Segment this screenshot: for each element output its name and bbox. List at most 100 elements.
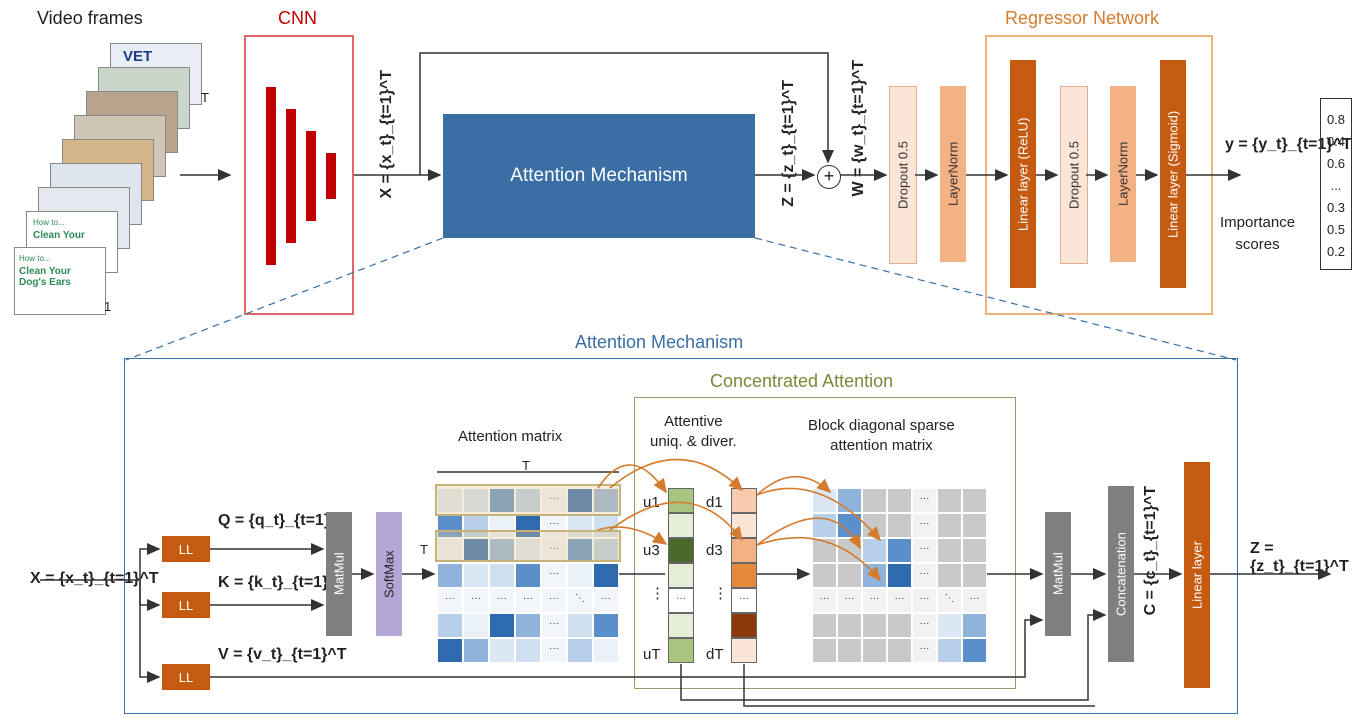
row-highlight-1 (435, 484, 621, 516)
matrix-cell: ··· (912, 538, 937, 563)
softmax-label: SoftMax (381, 550, 397, 598)
matrix-cell (837, 538, 862, 563)
concentrated-title: Concentrated Attention (710, 371, 894, 391)
video-frame: How to... Clean Your Dog's Ears (14, 247, 106, 315)
matrix-cell: ··· (541, 538, 567, 563)
matrix-cell (837, 563, 862, 588)
matrix-cell (887, 563, 912, 588)
matrix-cell (437, 538, 463, 563)
vector-cell (731, 613, 757, 638)
ll-k-label: LL (178, 597, 194, 613)
matrix-cell (593, 563, 619, 588)
matrix-cell (887, 538, 912, 563)
u-vector: ··· (668, 488, 694, 664)
matrix-cell (463, 563, 489, 588)
matrix-cell (489, 538, 515, 563)
matrix-cell: ··· (541, 638, 567, 663)
matrix-cell (489, 613, 515, 638)
matrix-cell (463, 538, 489, 563)
matrix-cell (837, 613, 862, 638)
matrix-cell (812, 488, 837, 513)
matrix-cell (862, 638, 887, 663)
d-dots-label: ⋮ (713, 585, 728, 602)
linear-layer-label: Linear layer (1189, 541, 1205, 609)
matrix-cell: ··· (912, 563, 937, 588)
matrix-cell (515, 613, 541, 638)
matrix-cell (962, 538, 987, 563)
matrix-cell (837, 513, 862, 538)
matrix-cell (962, 513, 987, 538)
cnn-layer (286, 109, 296, 243)
matrix-cell: ··· (837, 588, 862, 613)
matrix-cell (962, 563, 987, 588)
matrix-cell (862, 563, 887, 588)
matrix-cell (937, 613, 962, 638)
matrix-cell (437, 488, 463, 513)
matrix-cell: ··· (593, 588, 619, 613)
attention-mechanism-label: Attention Mechanism (510, 165, 688, 186)
frame-howto-small: How to... (33, 218, 65, 227)
attention-mechanism-box: Attention Mechanism (443, 114, 755, 238)
z-output-label: Z = {z_t}_{t=1}^T (1250, 540, 1349, 575)
block-matrix-label: Block diagonal sparse attention matrix (808, 417, 955, 454)
matmul-2-label: MatMul (1050, 552, 1066, 596)
matrix-cell (962, 613, 987, 638)
matrix-cell (567, 513, 593, 538)
matrix-cell (437, 513, 463, 538)
layernorm-1-label: LayerNorm (945, 141, 961, 207)
matrix-cell (862, 613, 887, 638)
cnn-box (244, 35, 354, 315)
matrix-cell: ··· (912, 488, 937, 513)
score-value: 0.2 (1326, 244, 1346, 259)
matrix-cell (489, 638, 515, 663)
attention-detail-box (124, 358, 1238, 714)
matrix-cell (489, 488, 515, 513)
score-value: 0.3 (1326, 200, 1346, 215)
matrix-cell (515, 638, 541, 663)
vector-cell (731, 488, 757, 513)
x-label: X = {x_t}_{t=1}^T (378, 70, 395, 199)
matrix-cell: ··· (541, 513, 567, 538)
matrix-cell: ··· (912, 513, 937, 538)
matrix-cell (837, 638, 862, 663)
video-frames-stack: VET How to... Clean Your How to... Clean… (10, 35, 210, 325)
matrix-cell (593, 638, 619, 663)
vector-cell (668, 613, 694, 638)
z-label: Z = {z_t}_{t=1}^T (780, 80, 797, 207)
matrix-cell (887, 488, 912, 513)
matrix-cell (937, 538, 962, 563)
matrix-cell (567, 638, 593, 663)
matrix-cell (515, 513, 541, 538)
matrix-cell: ⋱ (937, 588, 962, 613)
cnn-layer (326, 153, 336, 199)
linear-layer: Linear layer (1184, 462, 1210, 688)
softmax: SoftMax (376, 512, 402, 636)
layernorm-1: LayerNorm (940, 86, 966, 262)
ll-v-label: LL (178, 669, 194, 685)
matrix-cell: ··· (489, 588, 515, 613)
concatenation: Concatenation (1108, 486, 1134, 662)
matrix-cell (887, 638, 912, 663)
matrix-cell (937, 513, 962, 538)
matrix-cell (593, 613, 619, 638)
dropout-1: Dropout 0.5 (889, 86, 917, 264)
matrix-cell: ··· (912, 613, 937, 638)
concatenation-label: Concatenation (1113, 532, 1129, 616)
linear-sigmoid: Linear layer (Sigmoid) (1160, 60, 1186, 288)
matrix-cell (463, 513, 489, 538)
score-value: 0.5 (1326, 222, 1346, 237)
video-frames-label: Video frames (37, 8, 143, 28)
matrix-cell (862, 538, 887, 563)
layernorm-2-label: LayerNorm (1115, 141, 1131, 207)
matrix-cell (962, 638, 987, 663)
score-value: ... (1330, 178, 1342, 193)
matmul-1-label: MatMul (331, 552, 347, 596)
score-value: 0.8 (1326, 112, 1346, 127)
matrix-cell (463, 613, 489, 638)
matrix-cell (812, 513, 837, 538)
score-value: 0.4 (1326, 134, 1346, 149)
q-label: Q = {q_t}_{t=1}^T (218, 512, 350, 529)
ll-v: LL (162, 664, 210, 690)
matrix-cell (962, 488, 987, 513)
